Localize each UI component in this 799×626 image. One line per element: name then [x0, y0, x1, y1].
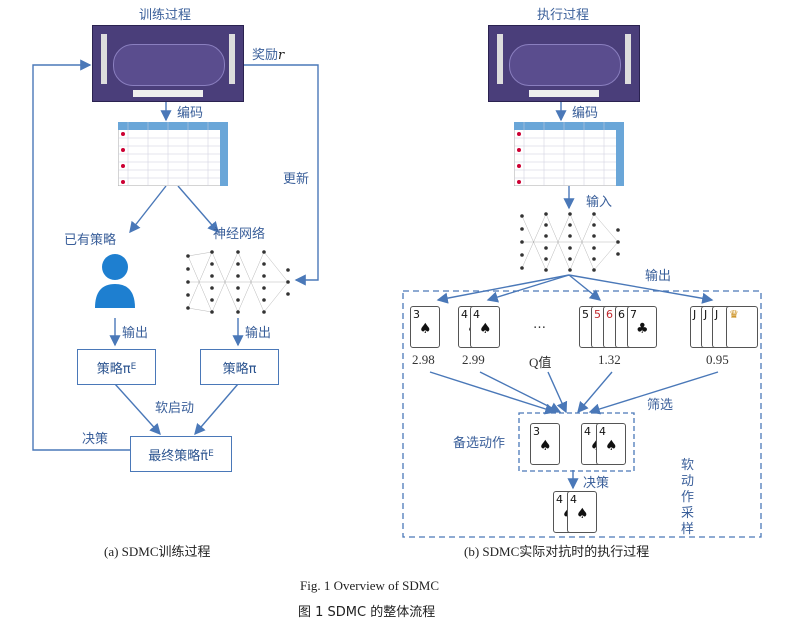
- update-label: 更新: [283, 172, 310, 187]
- ellipsis: …: [533, 317, 546, 332]
- q-value-2: 2.99: [462, 352, 485, 367]
- final-card-4b: 4♠: [567, 491, 597, 533]
- neural-network-icon-left: [186, 250, 290, 314]
- neural-net-label: 神经网络: [213, 227, 266, 242]
- card-king: ♛: [726, 306, 758, 348]
- left-title: 训练过程: [139, 8, 192, 23]
- card-seq-7: 7♣: [627, 306, 657, 348]
- encoding-table-right: [514, 122, 624, 186]
- game-screenshot-left: [92, 25, 244, 102]
- candidate-card-3: 3♠: [530, 423, 560, 465]
- output-label-right-panel: 输出: [645, 269, 672, 284]
- figure-caption-en: Fig. 1 Overview of SDMC: [300, 578, 440, 593]
- figure-caption-zh: 图 1 SDMC 的整体流程: [298, 605, 436, 620]
- right-title: 执行过程: [537, 8, 590, 23]
- candidate-label: 备选动作: [453, 436, 506, 451]
- encoding-table-left: [118, 122, 228, 186]
- existing-strategy-label: 已有策略: [64, 233, 117, 248]
- input-label: 输入: [586, 195, 613, 210]
- neural-network-icon-right: [520, 212, 620, 272]
- soft-sampling-label: 软动作采样: [681, 458, 695, 537]
- decision-label-left: 决策: [82, 432, 109, 447]
- person-icon: [95, 254, 135, 308]
- encode-label-right: 编码: [572, 106, 599, 121]
- q-value-label: Q值: [529, 355, 552, 370]
- encode-label-left: 编码: [177, 106, 204, 121]
- output-label-right: 输出: [245, 326, 272, 341]
- q-value-4: 0.95: [706, 352, 729, 367]
- soft-start-label: 软启动: [155, 401, 195, 416]
- decision-label-right: 决策: [583, 476, 610, 491]
- q-value-3: 1.32: [598, 352, 621, 367]
- reward-label: 奖励r: [252, 48, 285, 63]
- output-label-left: 输出: [122, 326, 149, 341]
- final-policy-box: 最终策略π̃E: [130, 436, 232, 472]
- q-value-1: 2.98: [412, 352, 435, 367]
- game-screenshot-right: [488, 25, 640, 102]
- caption-b: (b) SDMC实际对抗时的执行过程: [464, 544, 650, 559]
- candidate-card-4b: 4♠: [596, 423, 626, 465]
- card-3-spade: 3♠: [410, 306, 440, 348]
- card-4-spade-b: 4♠: [470, 306, 500, 348]
- caption-a: (a) SDMC训练过程: [104, 544, 211, 559]
- policy-box: 策略π: [200, 349, 279, 385]
- filter-label: 筛选: [647, 398, 674, 413]
